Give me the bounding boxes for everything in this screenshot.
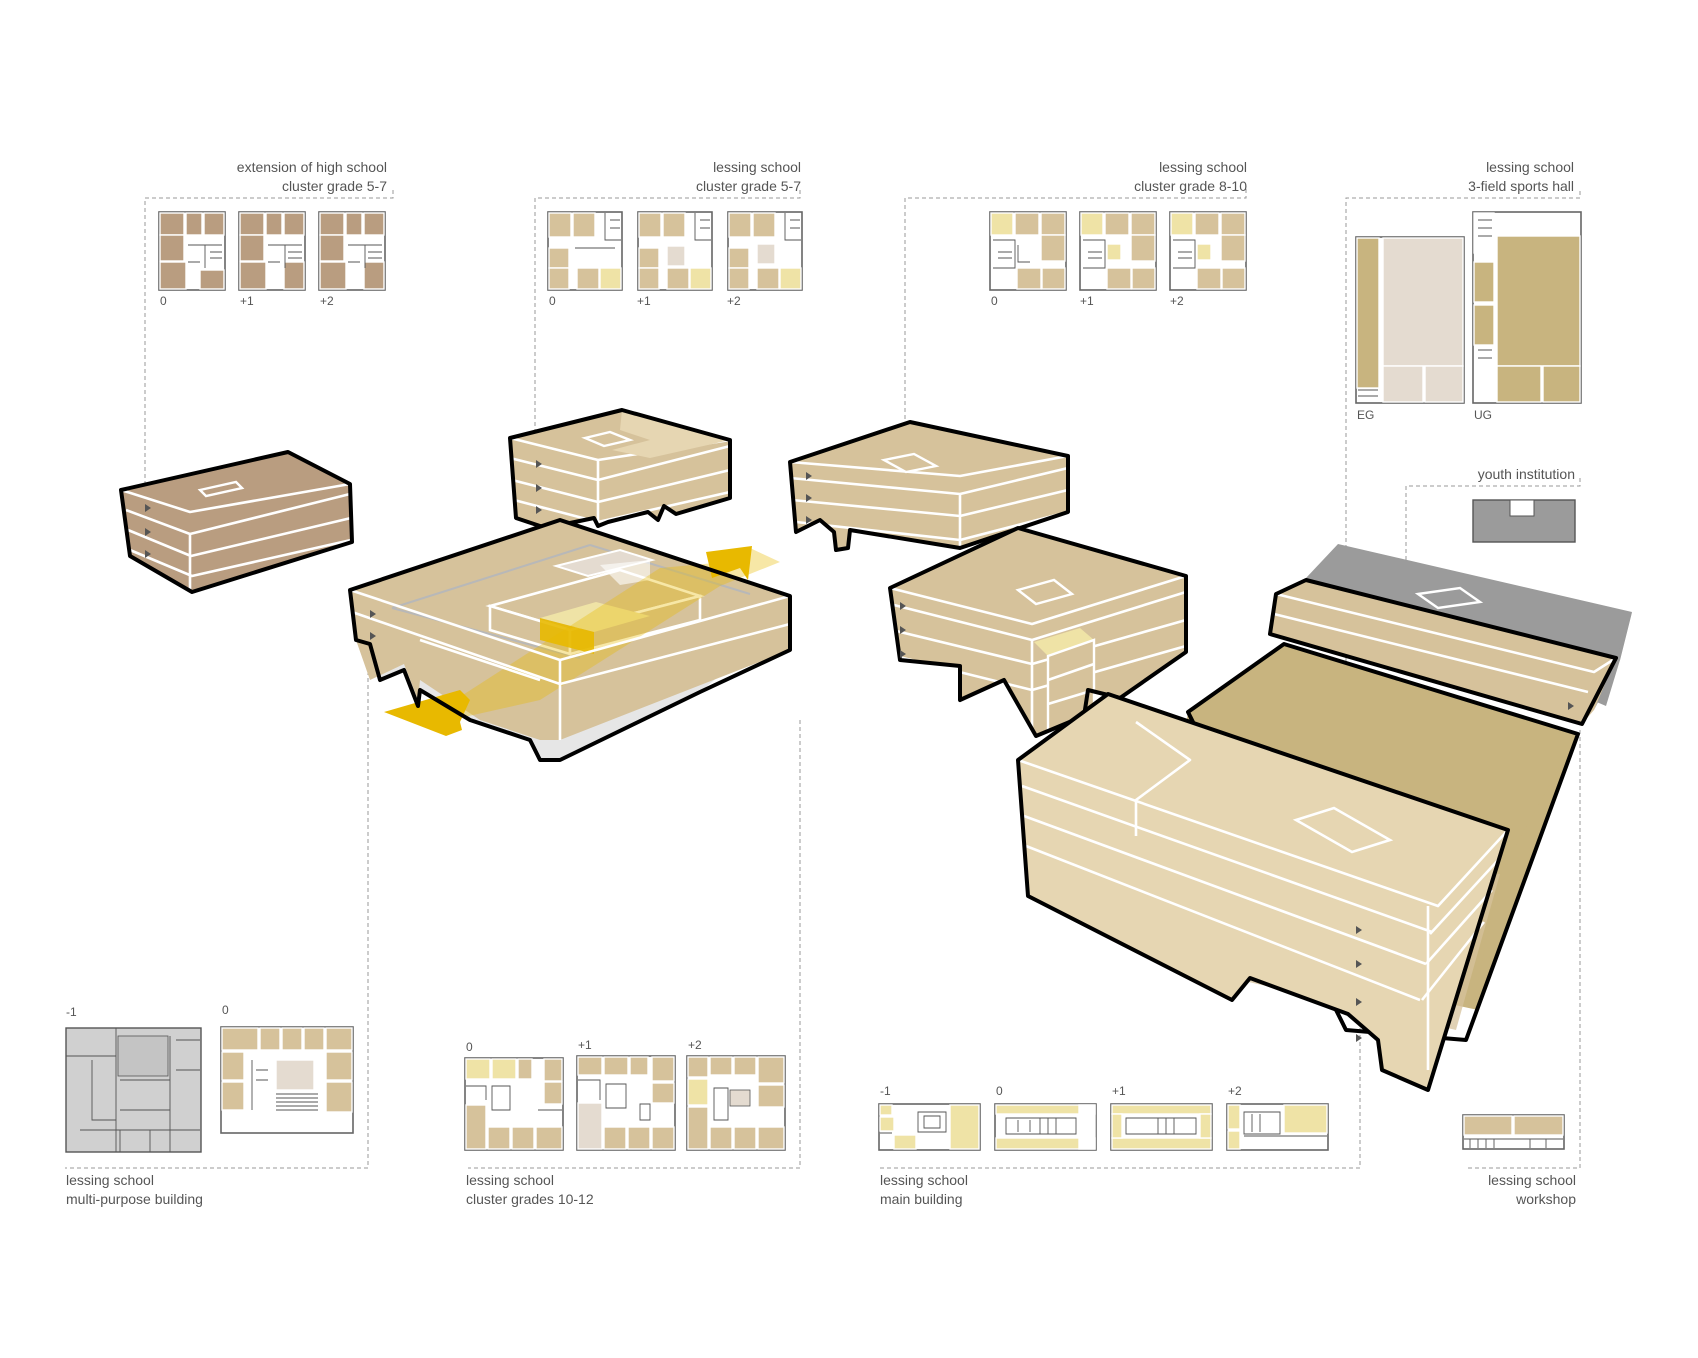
plan-main-building-level-minus-1	[878, 1103, 981, 1151]
level-label: 0	[466, 1040, 473, 1054]
level-label: 0	[160, 294, 167, 308]
label-line: extension of high school	[237, 159, 387, 175]
building-sports-hall	[1268, 578, 1632, 726]
plan-lessing-8-10-level-1	[1079, 211, 1157, 291]
level-label: UG	[1474, 408, 1492, 422]
plan-lessing-8-10-level-2	[1169, 211, 1247, 291]
level-label: 0	[996, 1084, 1003, 1098]
label-multi-purpose: lessing school multi-purpose building	[66, 1172, 203, 1207]
label-line: lessing school	[880, 1172, 968, 1188]
plan-lessing-8-10-level-0	[989, 211, 1067, 291]
level-label: +1	[240, 294, 254, 308]
guide-sports-hall	[1345, 188, 1581, 710]
plan-sports-hall-eg	[1355, 236, 1465, 404]
label-lessing-5-7: lessing school cluster grade 5-7	[696, 159, 801, 194]
plan-lessing-5-7-level-1	[637, 211, 713, 291]
guide-lessing-8-10	[904, 188, 1247, 440]
plan-grades-10-12-level-0	[464, 1057, 564, 1151]
guide-workshop	[1466, 730, 1581, 1169]
label-grades-10-12: lessing school cluster grades 10-12	[466, 1172, 594, 1207]
label-line: main building	[880, 1191, 963, 1207]
label-extension-cluster: extension of high school cluster grade 5…	[237, 159, 387, 194]
guide-lessing-5-7	[534, 188, 801, 440]
building-lessing-cluster-10-12	[348, 518, 792, 762]
label-line: lessing school	[1486, 159, 1574, 175]
plan-main-building-level-2	[1226, 1103, 1329, 1151]
level-label: 0	[549, 294, 556, 308]
guide-youth	[1405, 477, 1581, 560]
building-lessing-cluster-5-7	[508, 408, 732, 530]
plan-multi-purpose-level-minus-1	[65, 1027, 202, 1153]
plan-extension-level-2	[318, 211, 386, 291]
building-lessing-cluster-8-10	[788, 420, 1070, 552]
level-label: +2	[1228, 1084, 1242, 1098]
label-line: lessing school	[466, 1172, 554, 1188]
level-label: +1	[637, 294, 651, 308]
plan-grades-10-12-level-1	[576, 1055, 676, 1151]
guide-extension	[144, 188, 394, 492]
plan-sports-hall-ug	[1472, 211, 1582, 404]
plan-main-building-level-0	[994, 1103, 1097, 1151]
label-youth: youth institution	[1478, 466, 1575, 482]
label-line: cluster grades 10-12	[466, 1191, 594, 1207]
label-line: cluster grade 8-10	[1134, 178, 1247, 194]
plan-grades-10-12-level-2	[686, 1055, 786, 1151]
plan-extension-level-1	[238, 211, 306, 291]
guide-multi-purpose	[65, 650, 369, 1169]
plan-youth-institution	[1472, 499, 1576, 543]
level-label: +1	[1112, 1084, 1126, 1098]
guide-grades-10-12	[468, 720, 801, 1169]
label-sports-hall: lessing school 3-field sports hall	[1468, 159, 1574, 194]
level-label: -1	[880, 1084, 891, 1098]
plan-lessing-5-7-level-2	[727, 211, 803, 291]
label-main-building: lessing school main building	[880, 1172, 968, 1207]
plan-lessing-5-7-level-0	[547, 211, 623, 291]
label-line: multi-purpose building	[66, 1191, 203, 1207]
plan-workshop	[1462, 1114, 1565, 1150]
level-label: -1	[66, 1005, 77, 1019]
plan-main-building-level-1	[1110, 1103, 1213, 1151]
level-label: 0	[222, 1003, 229, 1017]
label-line: lessing school	[713, 159, 801, 175]
level-label: +2	[320, 294, 334, 308]
level-labels: 0 +1 +2 0 +1 +2 0 +1 +2 EG UG -1 0 0 +1 …	[66, 294, 1492, 1098]
building-lessing-8-10-lower	[888, 526, 1188, 738]
label-line: workshop	[1515, 1191, 1576, 1207]
label-line: lessing school	[1488, 1172, 1576, 1188]
label-line: lessing school	[66, 1172, 154, 1188]
label-line: 3-field sports hall	[1468, 178, 1574, 194]
level-label: +1	[578, 1038, 592, 1052]
label-line: lessing school	[1159, 159, 1247, 175]
plan-multi-purpose-level-0	[220, 1026, 354, 1134]
plan-extension-level-0	[158, 211, 226, 291]
label-line: youth institution	[1478, 466, 1575, 482]
label-line: cluster grade 5-7	[282, 178, 387, 194]
level-label: +2	[727, 294, 741, 308]
level-label: EG	[1357, 408, 1374, 422]
label-lessing-8-10: lessing school cluster grade 8-10	[1134, 159, 1247, 194]
level-label: +2	[1170, 294, 1184, 308]
label-line: cluster grade 5-7	[696, 178, 801, 194]
label-workshop: lessing school workshop	[1488, 1172, 1576, 1207]
building-extension-high-school	[119, 450, 354, 594]
level-label: 0	[991, 294, 998, 308]
level-label: +2	[688, 1038, 702, 1052]
building-lessing-main	[1016, 692, 1510, 1092]
level-label: +1	[1080, 294, 1094, 308]
